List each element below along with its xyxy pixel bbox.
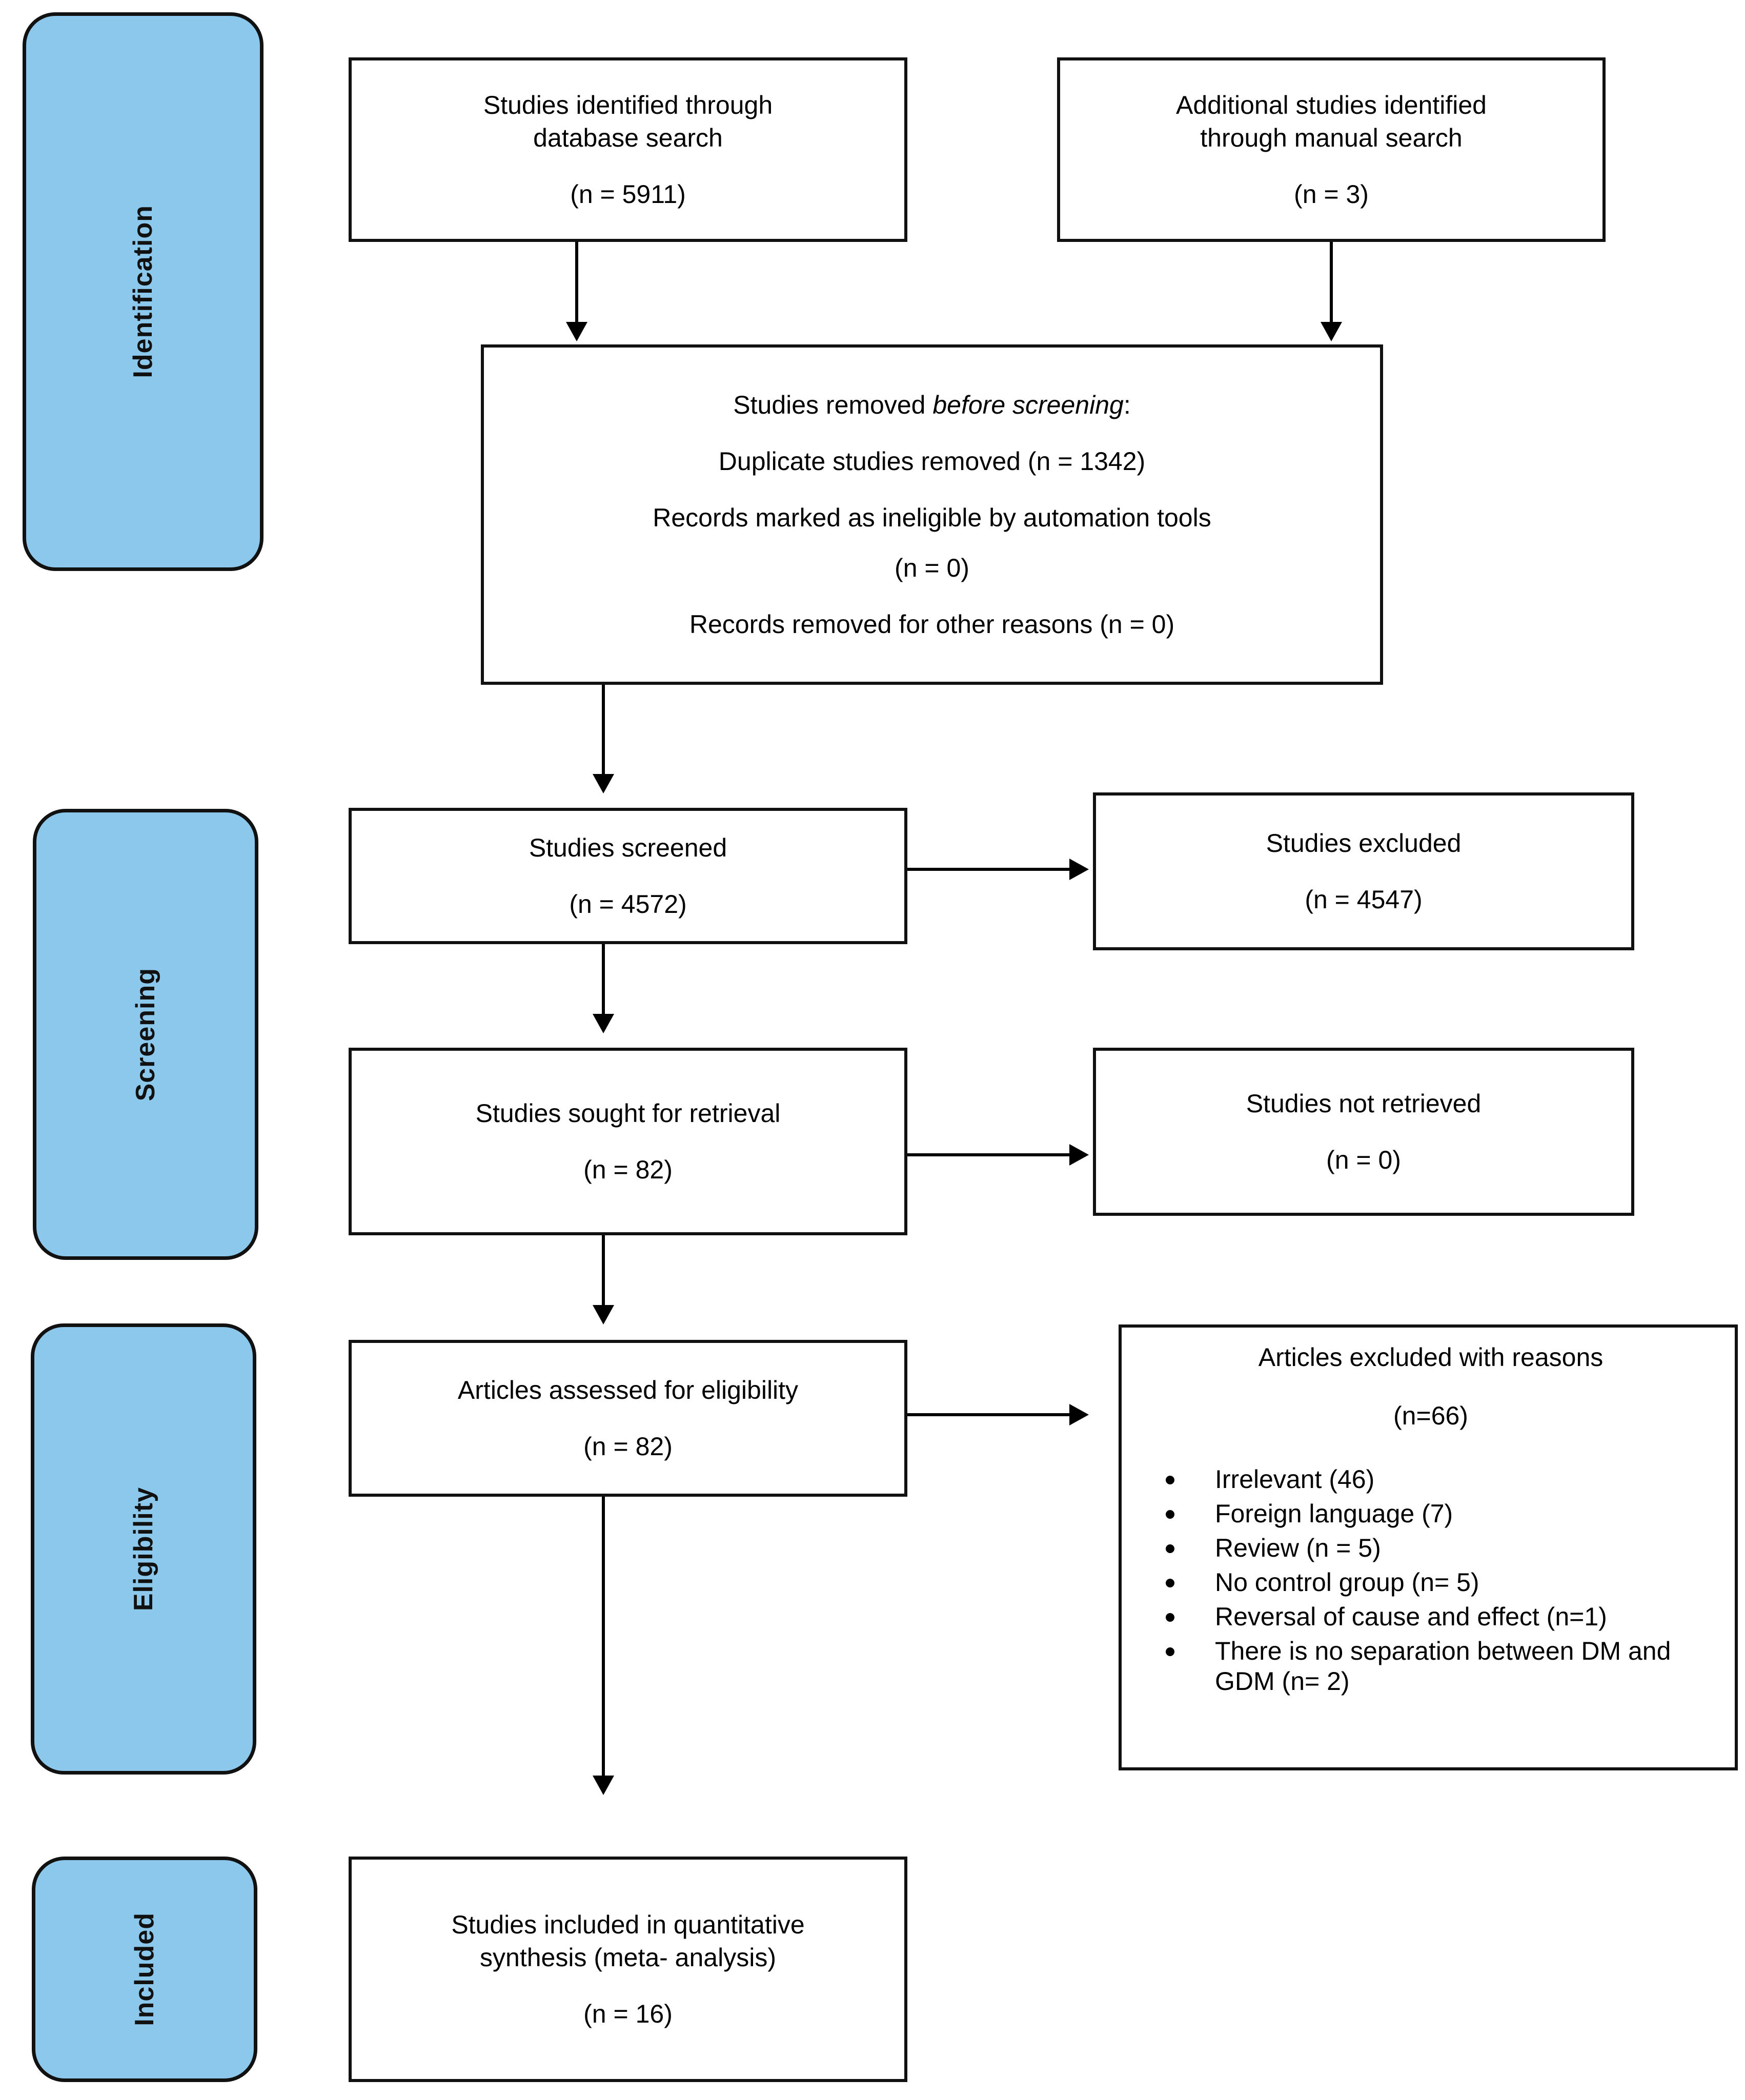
exclusion-reason-text: Reversal of cause and effect (n=1) — [1215, 1602, 1607, 1631]
removed-duplicates-line: Duplicate studies removed (n = 1342) — [718, 447, 1146, 476]
studies-excluded-count: (n = 4547) — [1305, 885, 1423, 914]
box-removed-before-screening: Studies removed before screening: Duplic… — [481, 344, 1383, 685]
box-not-retrieved: Studies not retrieved (n = 0) — [1093, 1048, 1634, 1216]
list-item: No control group (n= 5) — [1166, 1567, 1719, 1598]
studies-excluded-line-1: Studies excluded — [1266, 829, 1462, 858]
included-in-synthesis-line-2: synthesis (meta- analysis) — [480, 1943, 776, 1972]
box-excluded-with-reasons: Articles excluded with reasons (n=66) Ir… — [1119, 1324, 1738, 1770]
bullet-dot-icon — [1166, 1613, 1174, 1622]
removed-automation-line: Records marked as ineligible by automati… — [653, 503, 1211, 532]
sought-for-retrieval-count: (n = 82) — [583, 1155, 673, 1184]
connector-removed-to-screened — [602, 685, 605, 776]
bullet-dot-icon — [1166, 1579, 1174, 1587]
box-studies-screened: Studies screened (n = 4572) — [349, 808, 907, 944]
excluded-with-reasons-count: (n=66) — [1393, 1401, 1468, 1430]
exclusion-reason-text: There is no separation between DM and GD… — [1215, 1637, 1671, 1696]
not-retrieved-line-1: Studies not retrieved — [1246, 1089, 1482, 1118]
connector-assessed-to-excluded-reasons — [907, 1413, 1071, 1416]
removed-automation-count: (n = 0) — [895, 554, 969, 582]
box-sought-for-retrieval: Studies sought for retrieval (n = 82) — [349, 1048, 907, 1235]
box-studies-excluded: Studies excluded (n = 4547) — [1093, 792, 1634, 950]
arrowhead-sought-to-not-retrieved — [1069, 1144, 1089, 1166]
not-retrieved-count: (n = 0) — [1326, 1146, 1401, 1174]
bullet-dot-icon — [1166, 1647, 1174, 1656]
database-search-line-1: Studies identified through — [483, 91, 773, 119]
arrowhead-assessed-to-included — [593, 1776, 614, 1795]
box-assessed-for-eligibility: Articles assessed for eligibility (n = 8… — [349, 1340, 907, 1497]
exclusion-reason-text: Foreign language (7) — [1215, 1499, 1453, 1528]
exclusion-reason-text: Irrelevant (46) — [1215, 1465, 1375, 1494]
removed-before-screening-title: Studies removed before screening: — [733, 389, 1130, 421]
box-manual-search: Additional studies identified through ma… — [1057, 57, 1606, 242]
connector-screened-to-excluded — [907, 868, 1071, 871]
arrowhead-manual-to-removed — [1321, 322, 1342, 341]
manual-search-line-2: through manual search — [1200, 124, 1463, 152]
stage-label-screening: Screening — [131, 967, 160, 1102]
connector-screened-to-sought — [602, 944, 605, 1016]
connector-sought-to-assessed — [602, 1235, 605, 1307]
stage-pill-included: Included — [32, 1857, 257, 2082]
studies-screened-count: (n = 4572) — [569, 890, 687, 919]
stage-pill-eligibility: Eligibility — [31, 1323, 256, 1775]
excluded-with-reasons-title: Articles excluded with reasons — [1258, 1343, 1604, 1372]
exclusion-reason-text: Review (n = 5) — [1215, 1534, 1381, 1562]
manual-search-count: (n = 3) — [1294, 180, 1369, 209]
list-item: There is no separation between DM and GD… — [1166, 1636, 1719, 1697]
stage-label-included: Included — [130, 1912, 159, 2026]
connector-manual-to-removed — [1330, 242, 1333, 324]
list-item: Reversal of cause and effect (n=1) — [1166, 1602, 1719, 1632]
bullet-dot-icon — [1166, 1476, 1174, 1484]
manual-search-line-1: Additional studies identified — [1176, 91, 1487, 119]
stage-label-identification: Identification — [128, 205, 158, 378]
removed-other-line: Records removed for other reasons (n = 0… — [689, 610, 1175, 639]
bullet-dot-icon — [1166, 1544, 1174, 1553]
sought-for-retrieval-line-1: Studies sought for retrieval — [475, 1099, 781, 1128]
arrowhead-removed-to-screened — [593, 774, 614, 793]
bullet-dot-icon — [1166, 1510, 1174, 1519]
list-item: Irrelevant (46) — [1166, 1464, 1719, 1495]
connector-assessed-to-included — [602, 1497, 605, 1778]
stage-pill-screening: Screening — [33, 809, 258, 1260]
box-database-search: Studies identified through database sear… — [349, 57, 907, 242]
assessed-for-eligibility-line-1: Articles assessed for eligibility — [457, 1376, 799, 1404]
database-search-line-2: database search — [533, 124, 723, 152]
list-item: Foreign language (7) — [1166, 1499, 1719, 1529]
exclusion-reason-text: No control group (n= 5) — [1215, 1568, 1479, 1597]
arrowhead-assessed-to-excluded-reasons — [1069, 1404, 1089, 1425]
removed-title-prefix: Studies removed — [733, 391, 933, 419]
list-item: Review (n = 5) — [1166, 1533, 1719, 1563]
stage-label-eligibility: Eligibility — [129, 1486, 158, 1612]
removed-title-italic: before screening — [932, 391, 1124, 419]
studies-screened-line-1: Studies screened — [529, 833, 727, 862]
included-in-synthesis-line-1: Studies included in quantitative — [451, 1910, 805, 1939]
exclusion-reasons-list: Irrelevant (46) Foreign language (7) Rev… — [1142, 1464, 1719, 1701]
arrowhead-database-to-removed — [566, 322, 587, 341]
arrowhead-screened-to-sought — [593, 1014, 614, 1033]
connector-database-to-removed — [575, 242, 578, 324]
stage-pill-identification: Identification — [23, 12, 263, 571]
connector-sought-to-not-retrieved — [907, 1153, 1071, 1156]
arrowhead-screened-to-excluded — [1069, 859, 1089, 880]
arrowhead-sought-to-assessed — [593, 1305, 614, 1324]
removed-title-suffix: : — [1123, 391, 1131, 419]
box-included-in-synthesis: Studies included in quantitative synthes… — [349, 1857, 907, 2082]
assessed-for-eligibility-count: (n = 82) — [583, 1432, 673, 1461]
included-in-synthesis-count: (n = 16) — [583, 2000, 673, 2028]
database-search-count: (n = 5911) — [570, 180, 686, 209]
